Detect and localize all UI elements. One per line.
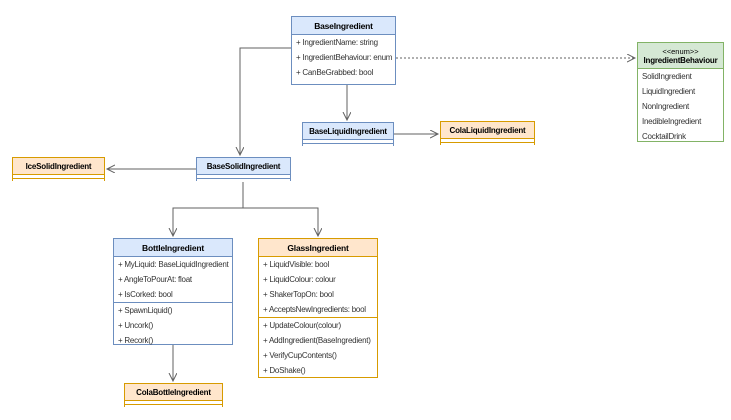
member-row: + IngredientName: string: [296, 38, 378, 47]
empty-methods-compartment: [441, 142, 534, 146]
class-title: IceSolidIngredient: [13, 158, 104, 174]
member-row: + UpdateColour(colour): [263, 321, 341, 330]
member-row: + LiquidColour: colour: [263, 275, 336, 284]
class-glass-ingredient: GlassIngredient + LiquidVisible: bool+ L…: [258, 238, 378, 378]
empty-methods-compartment: [125, 404, 222, 408]
member-row: + IngredientBehaviour: enum: [296, 53, 393, 62]
class-title: BaseIngredient: [292, 17, 395, 35]
class-ice-solid-ingredient: IceSolidIngredient: [12, 157, 105, 182]
member-row: SolidIngredient: [642, 72, 692, 81]
member-row: LiquidIngredient: [642, 87, 695, 96]
member-row: NonIngredient: [642, 102, 690, 111]
class-cola-liquid-ingredient: ColaLiquidIngredient: [440, 121, 535, 146]
member-row: + CanBeGrabbed: bool: [296, 68, 374, 77]
member-row: + AcceptsNewIngredients: bool: [263, 305, 366, 314]
empty-attributes-compartment: [197, 174, 290, 178]
member-row: + IsCorked: bool: [118, 290, 173, 299]
class-title: BaseSolidIngredient: [197, 158, 290, 174]
empty-methods-compartment: [197, 178, 290, 182]
enum-ingredient-behaviour: <<enum>> IngredientBehaviour SolidIngred…: [637, 42, 724, 142]
member-row: + LiquidVisible: bool: [263, 260, 329, 269]
attributes-section: + LiquidVisible: bool + LiquidColour: col…: [259, 257, 377, 317]
member-row: + DoShake(): [263, 366, 306, 375]
class-bottle-ingredient: BottleIngredient + MyLiquid: BaseLiquidI…: [113, 238, 233, 345]
member-row: + ShakerTopOn: bool: [263, 290, 334, 299]
member-row: + AngleToPourAt: float: [118, 275, 192, 284]
enum-stereotype: <<enum>>: [662, 47, 699, 56]
methods-section: + SpawnLiquid() + Uncork() + Recork(): [114, 302, 232, 348]
methods-section: + UpdateColour(colour) + AddIngredient(Ba…: [259, 317, 377, 378]
enum-title: <<enum>> IngredientBehaviour: [638, 43, 723, 69]
class-base-liquid-ingredient: BaseLiquidIngredient: [302, 122, 394, 147]
member-row: + AddIngredient(BaseIngredient): [263, 336, 371, 345]
empty-attributes-compartment: [441, 138, 534, 142]
member-row: + VerifyCupContents(): [263, 351, 337, 360]
member-row: InedibleIngredient: [642, 117, 702, 126]
member-row: + SpawnLiquid(): [118, 306, 173, 315]
empty-methods-compartment: [303, 143, 393, 147]
edge-baseingredient-basesolid: [240, 47, 291, 154]
class-title: ColaLiquidIngredient: [441, 122, 534, 138]
empty-methods-compartment: [13, 178, 104, 182]
member-row: + Uncork(): [118, 321, 154, 330]
class-base-solid-ingredient: BaseSolidIngredient: [196, 157, 291, 182]
class-title: BottleIngredient: [114, 239, 232, 257]
class-title: BaseLiquidIngredient: [303, 123, 393, 139]
edge-basesolid-bottle: [173, 181, 244, 235]
member-row: + MyLiquid: BaseLiquidIngredient: [118, 260, 229, 269]
attributes-section: + IngredientName: string + IngredientBeha…: [292, 35, 395, 80]
attributes-section: + MyLiquid: BaseLiquidIngredient + AngleT…: [114, 257, 232, 302]
empty-attributes-compartment: [125, 400, 222, 404]
class-cola-bottle-ingredient: ColaBottleIngredient: [124, 383, 223, 408]
enum-name: IngredientBehaviour: [643, 56, 718, 65]
class-base-ingredient: BaseIngredient + IngredientName: string+…: [291, 16, 396, 85]
member-row: CocktailDrink: [642, 132, 686, 141]
empty-attributes-compartment: [13, 174, 104, 178]
edge-basesolid-glass: [243, 207, 318, 235]
empty-attributes-compartment: [303, 139, 393, 143]
class-title: ColaBottleIngredient: [125, 384, 222, 400]
class-title: GlassIngredient: [259, 239, 377, 257]
member-row: + Recork(): [118, 336, 154, 345]
